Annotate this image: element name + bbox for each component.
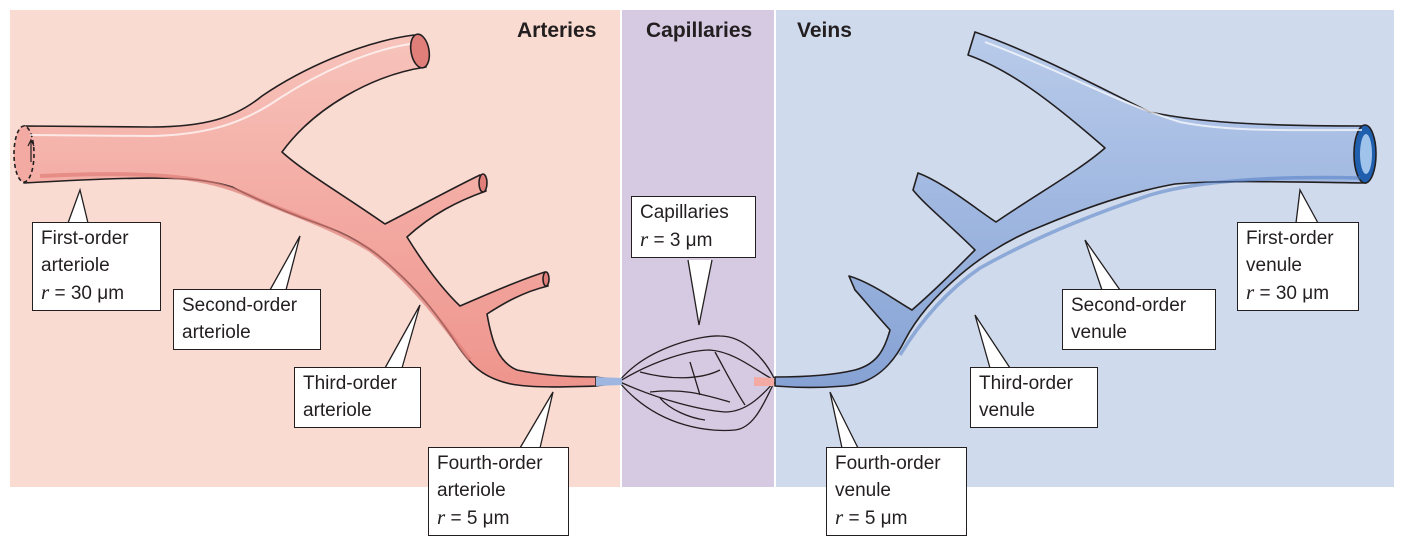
radius-number: = 30 μm — [1254, 283, 1330, 304]
fourth-order-venule-label: Fourth-order venule r = 5 μm — [826, 447, 967, 536]
vein-shadow — [898, 175, 1361, 356]
callout-line: Third-order — [303, 373, 397, 394]
callout-line: First-order — [1246, 228, 1334, 249]
radius-symbol: r — [41, 280, 50, 304]
pointer-second-order-venule — [1084, 239, 1121, 291]
third-order-arteriole-opening — [478, 173, 488, 193]
radius-value: r = 30 μm — [1246, 279, 1350, 307]
pointer-second-order-arteriole — [269, 235, 301, 291]
pointer-first-order-venule — [1295, 187, 1319, 224]
radius-number: = 30 μm — [49, 283, 125, 304]
callout-line: Fourth-order — [835, 453, 941, 474]
pointer-fourth-order-arteriole — [519, 391, 554, 449]
capillaries-label: Capillaries r = 3 μm — [631, 196, 756, 258]
callout-line: venule — [1071, 322, 1127, 343]
callout-line: arteriole — [437, 480, 506, 501]
callout-pointers — [67, 187, 1319, 449]
artery-shadow — [39, 172, 472, 362]
second-order-arteriole-label: Second-order arteriole — [173, 289, 321, 350]
callout-line: Third-order — [979, 373, 1073, 394]
radius-value: r = 5 μm — [437, 504, 560, 532]
vein-tree — [774, 31, 1377, 389]
venule-network — [774, 31, 1367, 389]
callout-line: venule — [979, 400, 1035, 421]
first-order-venule-label: First-order venule r = 30 μm — [1237, 222, 1359, 311]
callout-line: arteriole — [182, 322, 251, 343]
second-order-arteriole-opening — [409, 33, 431, 69]
capillaries-title: Capillaries — [646, 19, 753, 42]
arteries-title: Arteries — [517, 19, 597, 42]
radius-symbol: r — [835, 505, 844, 529]
radius-number: = 5 μm — [843, 508, 908, 529]
callout-line: venule — [835, 480, 891, 501]
capillary-venous-segment — [754, 377, 774, 386]
callout-line: Second-order — [182, 295, 298, 316]
radius-number: = 3 μm — [648, 230, 713, 251]
first-order-arteriole-label: First-order arteriole r = 30 μm — [32, 222, 161, 311]
third-order-venule-label: Third-order venule — [970, 367, 1098, 428]
pointer-capillaries — [687, 259, 713, 326]
radius-number: = 5 μm — [445, 508, 510, 529]
radius-arrowhead-icon — [27, 138, 35, 147]
callout-line: Fourth-order — [437, 453, 543, 474]
second-order-venule-label: Second-order venule — [1062, 289, 1216, 350]
radius-value: r = 30 μm — [41, 279, 152, 307]
callout-line: First-order — [41, 228, 129, 249]
artery-highlight — [29, 43, 411, 138]
radius-value: r = 5 μm — [835, 504, 958, 532]
fourth-order-arteriole-opening — [542, 271, 550, 287]
callout-line: Second-order — [1071, 295, 1187, 316]
pointer-fourth-order-venule — [829, 391, 859, 449]
radius-symbol: r — [1246, 280, 1255, 304]
third-order-arteriole-label: Third-order arteriole — [294, 367, 421, 428]
callout-line: venule — [1246, 255, 1302, 276]
first-order-venule-lumen — [1360, 134, 1372, 174]
vein-highlight — [984, 41, 1363, 132]
callout-line: Capillaries — [640, 202, 729, 223]
first-order-arteriole-opening — [13, 125, 35, 183]
pointer-first-order-arteriole — [67, 187, 89, 224]
capillary-arterial-segment — [596, 377, 622, 386]
pointer-third-order-venule — [974, 314, 1011, 369]
fourth-order-arteriole-label: Fourth-order arteriole r = 5 μm — [428, 447, 569, 536]
pointer-third-order-arteriole — [384, 304, 421, 369]
radius-value: r = 3 μm — [640, 226, 747, 254]
radius-symbol: r — [437, 505, 446, 529]
veins-title: Veins — [797, 19, 852, 42]
callout-line: arteriole — [41, 255, 110, 276]
radius-symbol: r — [640, 227, 649, 251]
callout-line: arteriole — [303, 400, 372, 421]
